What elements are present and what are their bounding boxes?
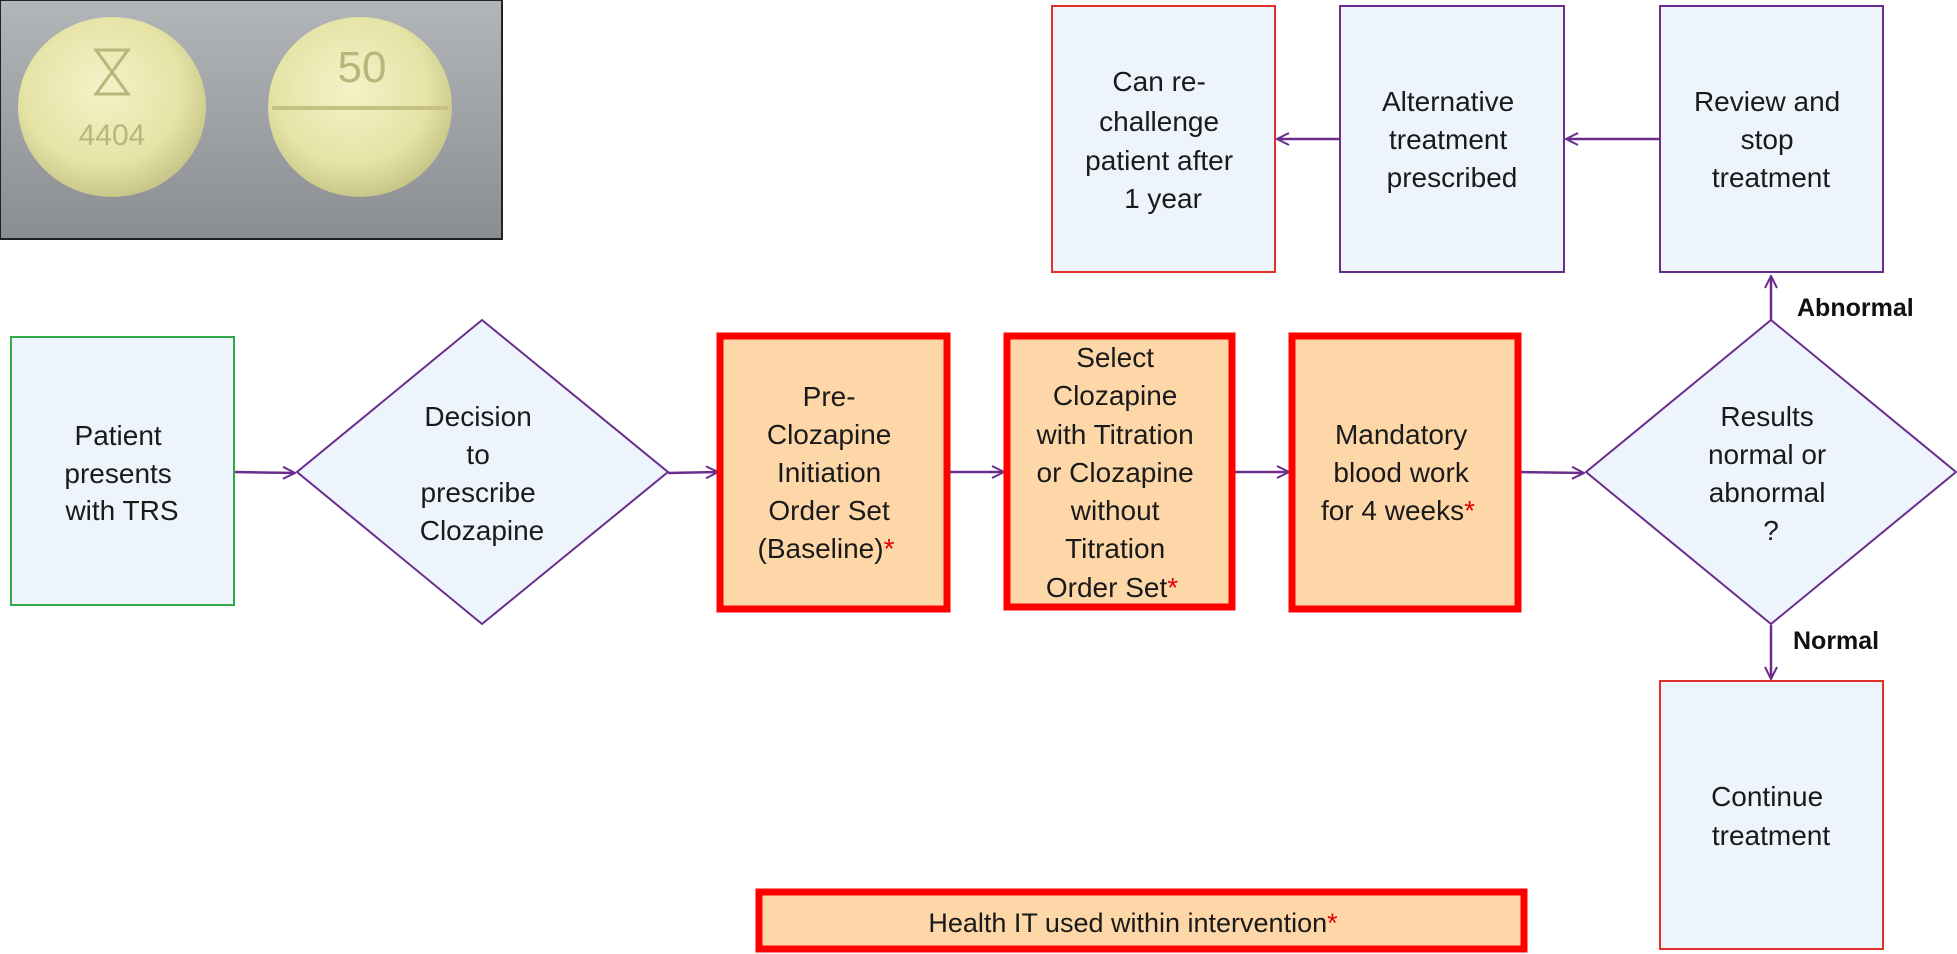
- label-line: Initiation: [777, 457, 881, 488]
- node-mandatory-bloodwork: Mandatory blood work for 4 weeks*: [1288, 332, 1522, 613]
- right-pill-imprint: 50: [338, 43, 387, 92]
- label-line: Clozapine: [1053, 380, 1178, 411]
- arrow-bloodwork-to-results: [1517, 472, 1584, 473]
- label-line: Select: [1076, 342, 1154, 373]
- label-line: challenge: [1099, 106, 1219, 137]
- edge-label-normal: Normal: [1793, 627, 1879, 655]
- label-line: Decision: [424, 401, 531, 432]
- node-label: Mandatory blood work for 4 weeks*: [1321, 419, 1477, 526]
- node-box: [1288, 332, 1522, 613]
- connectors: [233, 139, 1771, 679]
- legend-health-it: Health IT used within intervention*: [755, 888, 1528, 953]
- node-diamond: [295, 318, 670, 626]
- node-label: Patient presents with TRS: [64, 420, 179, 526]
- label-line: Results: [1720, 401, 1813, 432]
- label-line: treatment: [1712, 820, 1830, 851]
- node-box: [1339, 5, 1565, 273]
- node-patient-presents: Patient presents with TRS: [10, 336, 235, 606]
- label-line: Clozapine: [420, 515, 545, 546]
- label-line: patient after: [1085, 145, 1233, 176]
- health-it-asterisk: *: [884, 533, 895, 564]
- edge-label-abnormal: Abnormal: [1797, 294, 1914, 322]
- node-decision-diamond: Decision to prescribe Clozapine: [295, 318, 670, 626]
- node-label: Alternative treatment prescribed: [1382, 86, 1522, 193]
- label-line: abnormal: [1709, 477, 1826, 508]
- label-line: or Clozapine: [1037, 457, 1194, 488]
- node-diamond: [1584, 318, 1957, 626]
- label-line: Titration: [1065, 533, 1165, 564]
- label-line: presents: [64, 458, 171, 489]
- right-pill: 50: [268, 17, 452, 197]
- label-line: Mandatory: [1335, 419, 1467, 450]
- legend-asterisk: *: [1327, 908, 1338, 938]
- left-pill-imprint: 4404: [79, 119, 146, 152]
- node-rechallenge: Can re- challenge patient after 1 year: [1051, 5, 1276, 273]
- label-line: blood work: [1333, 457, 1469, 488]
- arrow-decision-to-pre-clozapine: [667, 472, 718, 473]
- node-box: [1659, 680, 1884, 950]
- label-line: treatment: [1389, 124, 1507, 155]
- label-line: with Titration: [1036, 419, 1194, 450]
- arrow-patient-to-decision: [233, 472, 295, 473]
- node-label: Continue treatment: [1711, 781, 1831, 851]
- label-line: Order Set: [768, 495, 890, 526]
- legend-box: [755, 888, 1528, 953]
- label-line: Review and: [1694, 86, 1840, 117]
- node-box: [1003, 332, 1236, 611]
- node-label: Results normal or abnormal ?: [1708, 401, 1834, 546]
- label-line: Patient: [75, 420, 162, 451]
- node-label: Review and stop treatment: [1694, 86, 1848, 193]
- label-line: prescribe: [421, 477, 536, 508]
- label-line: 1 year: [1124, 183, 1202, 214]
- label-line: ?: [1763, 515, 1779, 546]
- left-pill: 4404: [18, 17, 206, 197]
- label-line: Pre-: [803, 381, 856, 412]
- node-box: [10, 336, 235, 606]
- label-line: Order Set: [1046, 572, 1168, 603]
- node-box: [1659, 5, 1884, 273]
- node-label: Select Clozapine with Titration or Cloza…: [1036, 342, 1202, 603]
- node-label: Pre- Clozapine Initiation Order Set (Bas…: [758, 381, 900, 564]
- node-results-diamond: Results normal or abnormal ?: [1584, 318, 1957, 626]
- label-line: without: [1070, 495, 1160, 526]
- health-it-asterisk: *: [1464, 495, 1475, 526]
- node-alternative-treatment: Alternative treatment prescribed: [1339, 5, 1565, 273]
- label-line: normal or: [1708, 439, 1826, 470]
- node-label: Can re- challenge patient after 1 year: [1085, 66, 1241, 214]
- node-review-stop: Review and stop treatment: [1659, 5, 1884, 273]
- label-line: Clozapine: [767, 419, 892, 450]
- label-line: with TRS: [64, 495, 178, 526]
- node-continue-treatment: Continue treatment: [1659, 680, 1884, 950]
- node-box: [716, 332, 951, 613]
- label-line: treatment: [1712, 162, 1830, 193]
- label-line: stop: [1741, 124, 1794, 155]
- label-line: Continue: [1711, 781, 1823, 812]
- node-label: Decision to prescribe Clozapine: [420, 401, 545, 546]
- label-line: (Baseline): [758, 533, 884, 564]
- label-line: to: [466, 439, 489, 470]
- label-line: prescribed: [1387, 162, 1518, 193]
- node-select-clozapine-order-set: Select Clozapine with Titration or Cloza…: [1003, 332, 1236, 611]
- legend-label: Health IT used within intervention*: [928, 908, 1338, 938]
- label-line: Alternative: [1382, 86, 1514, 117]
- legend-text: Health IT used within intervention: [928, 908, 1327, 938]
- node-box: [1051, 5, 1276, 273]
- label-line: for 4 weeks: [1321, 495, 1464, 526]
- pill-logo-icon: [93, 48, 131, 96]
- node-pre-clozapine-order-set: Pre- Clozapine Initiation Order Set (Bas…: [716, 332, 951, 613]
- tablet-photo: 4404 50: [0, 0, 503, 240]
- label-line: Can re-: [1112, 66, 1205, 97]
- health-it-asterisk: *: [1167, 572, 1178, 603]
